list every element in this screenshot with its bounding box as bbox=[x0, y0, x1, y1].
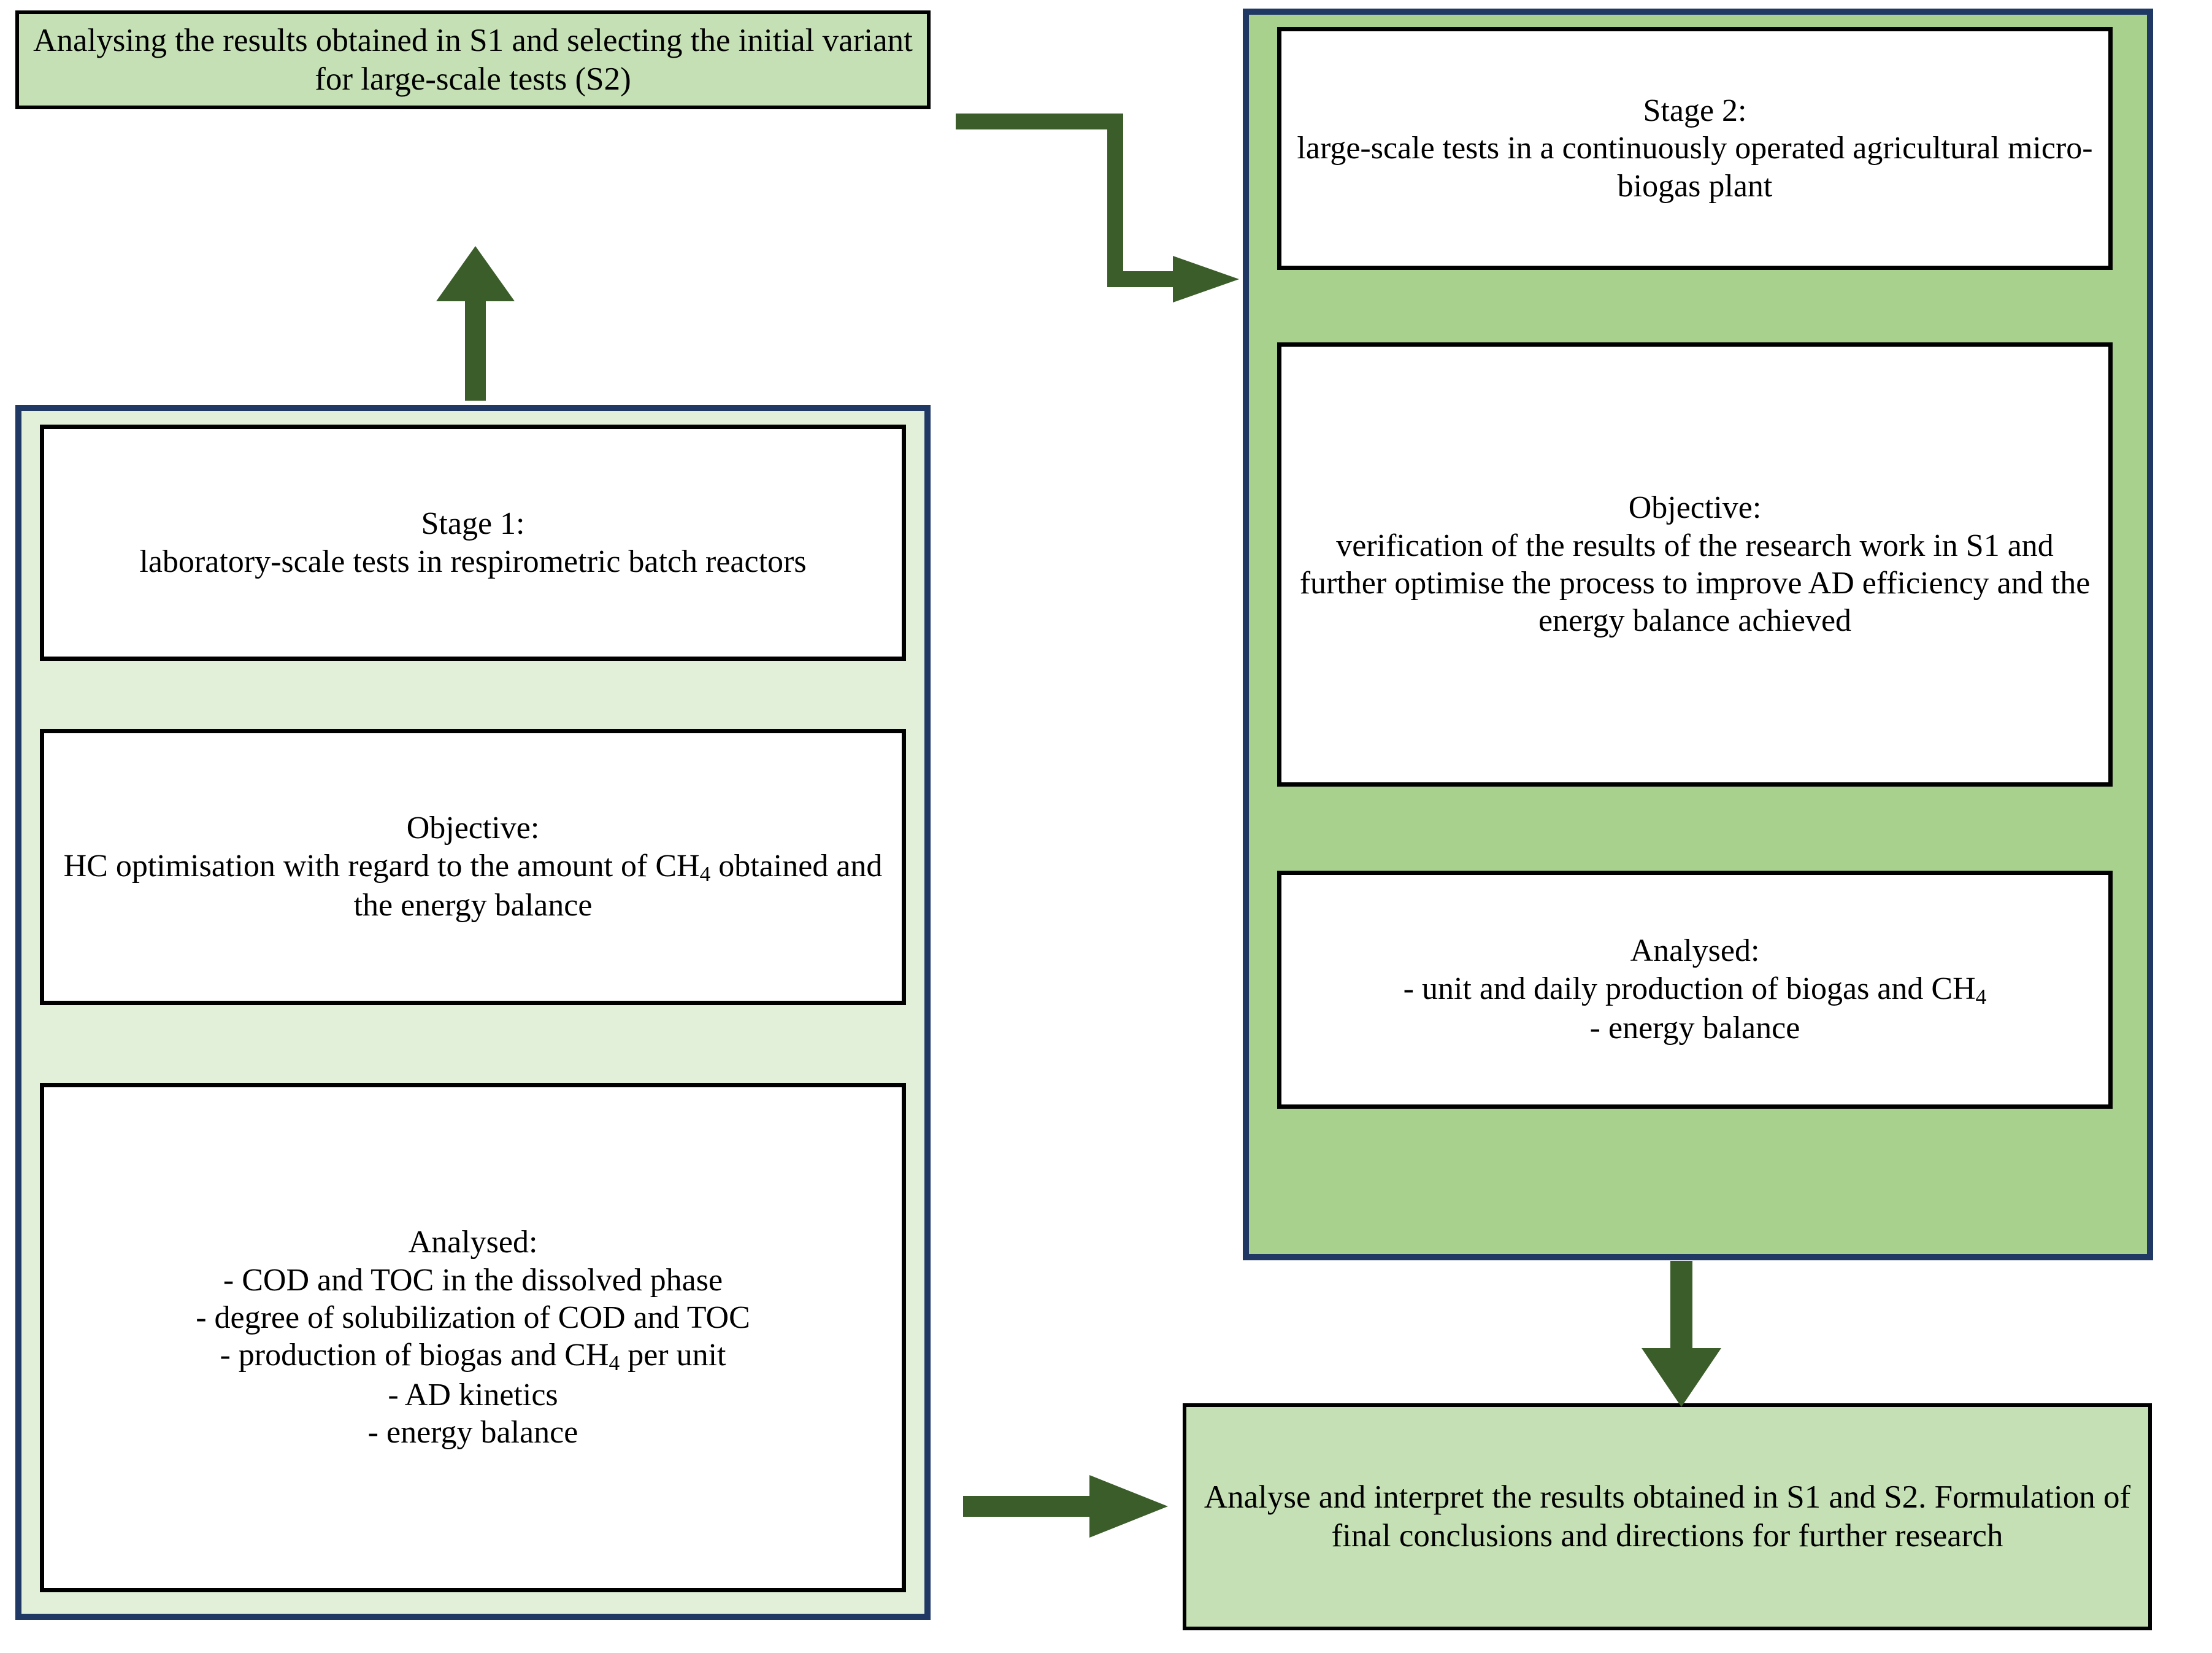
stage-2-title-text: Stage 2:large-scale tests in a continuou… bbox=[1291, 92, 2099, 205]
stage-2-objective-label: Objective: bbox=[1628, 490, 1762, 526]
stage-2-objective-text: Objective:verification of the results of… bbox=[1291, 489, 2099, 639]
stage-1-description: laboratory-scale tests in respirometric … bbox=[139, 544, 807, 579]
analysing-results-box: Analysing the results obtained in S1 and… bbox=[15, 10, 931, 109]
conclusion-box: Analyse and interpret the results obtain… bbox=[1183, 1403, 2152, 1630]
stage-2-label: Stage 2: bbox=[1643, 93, 1747, 128]
stage-2-objective-body: verification of the results of the resea… bbox=[1299, 528, 2091, 639]
stage-1-objective-subscript: 4 bbox=[699, 861, 711, 886]
connector-stage1-to-analysing-arrow bbox=[436, 246, 515, 401]
stage-1-analysed-items-pre: - COD and TOC in the dissolved phase - d… bbox=[196, 1262, 750, 1373]
stage-2-title-card: Stage 2:large-scale tests in a continuou… bbox=[1277, 27, 2113, 270]
stage-2-analysed-subscript: 4 bbox=[1975, 984, 1987, 1009]
stage-1-title-card: Stage 1:laboratory-scale tests in respir… bbox=[40, 425, 906, 661]
stage-1-objective-label: Objective: bbox=[406, 811, 540, 846]
connector-analysing-to-stage2-arrow bbox=[956, 114, 1239, 302]
stage-2-analysed-card: Analysed: - unit and daily production of… bbox=[1277, 871, 2113, 1109]
stage-1-objective-text: Objective:HC optimisation with regard to… bbox=[54, 809, 892, 924]
stage-1-title-text: Stage 1:laboratory-scale tests in respir… bbox=[139, 505, 806, 580]
stage-2-analysed-title: Analysed: bbox=[1630, 933, 1760, 969]
stage-1-objective-body-post: obtained and the energy balance bbox=[353, 848, 883, 923]
stage-2-analysed-items-post: - energy balance bbox=[1589, 1011, 1800, 1046]
connector-stage1-to-conclusion-arrow bbox=[963, 1475, 1168, 1538]
conclusion-text: Analyse and interpret the results obtain… bbox=[1204, 1479, 2131, 1554]
stage-1-analysed-text: Analysed: - COD and TOC in the dissolved… bbox=[196, 1223, 750, 1451]
analysing-results-text: Analysing the results obtained in S1 and… bbox=[33, 22, 913, 97]
stage-1-analysed-title: Analysed: bbox=[408, 1225, 538, 1260]
stage-1-objective-body-pre: HC optimisation with regard to the amoun… bbox=[63, 848, 700, 884]
stage-2-objective-card: Objective:verification of the results of… bbox=[1277, 342, 2113, 787]
stage-1-analysed-card: Analysed: - COD and TOC in the dissolved… bbox=[40, 1083, 906, 1592]
stage-2-analysed-items-pre: - unit and daily production of biogas an… bbox=[1403, 971, 1976, 1006]
stage-2-container: Stage 2:large-scale tests in a continuou… bbox=[1243, 9, 2153, 1260]
stage-1-objective-card: Objective:HC optimisation with regard to… bbox=[40, 729, 906, 1005]
stage-1-container: Stage 1:laboratory-scale tests in respir… bbox=[15, 405, 931, 1620]
connector-stage2-to-conclusion-arrow bbox=[1642, 1261, 1721, 1407]
stage-2-description: large-scale tests in a continuously oper… bbox=[1297, 131, 2093, 204]
stage-1-analysed-items-post: per unit - AD kinetics - energy balance bbox=[367, 1338, 726, 1451]
stage-1-analysed-subscript: 4 bbox=[609, 1351, 620, 1376]
stage-2-analysed-text: Analysed: - unit and daily production of… bbox=[1404, 932, 1987, 1047]
stage-1-label: Stage 1: bbox=[421, 506, 525, 542]
